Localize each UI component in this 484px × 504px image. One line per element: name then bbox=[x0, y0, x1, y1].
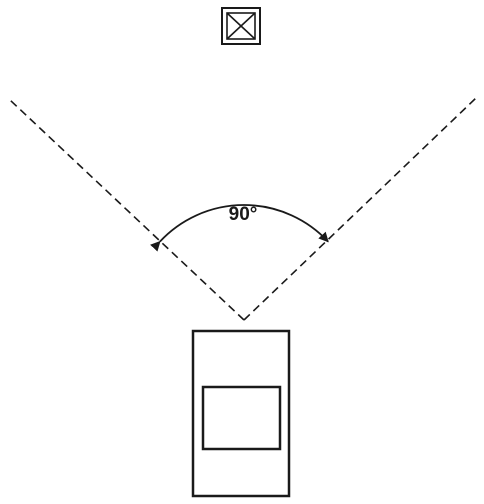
device-body bbox=[191, 329, 291, 498]
angle-arc bbox=[150, 204, 329, 252]
device-panel bbox=[201, 385, 282, 451]
fov-left-line bbox=[9, 99, 245, 321]
fov-right-line bbox=[243, 97, 477, 321]
angle-label: 90° bbox=[229, 204, 258, 225]
crossed-box-icon bbox=[221, 7, 261, 45]
